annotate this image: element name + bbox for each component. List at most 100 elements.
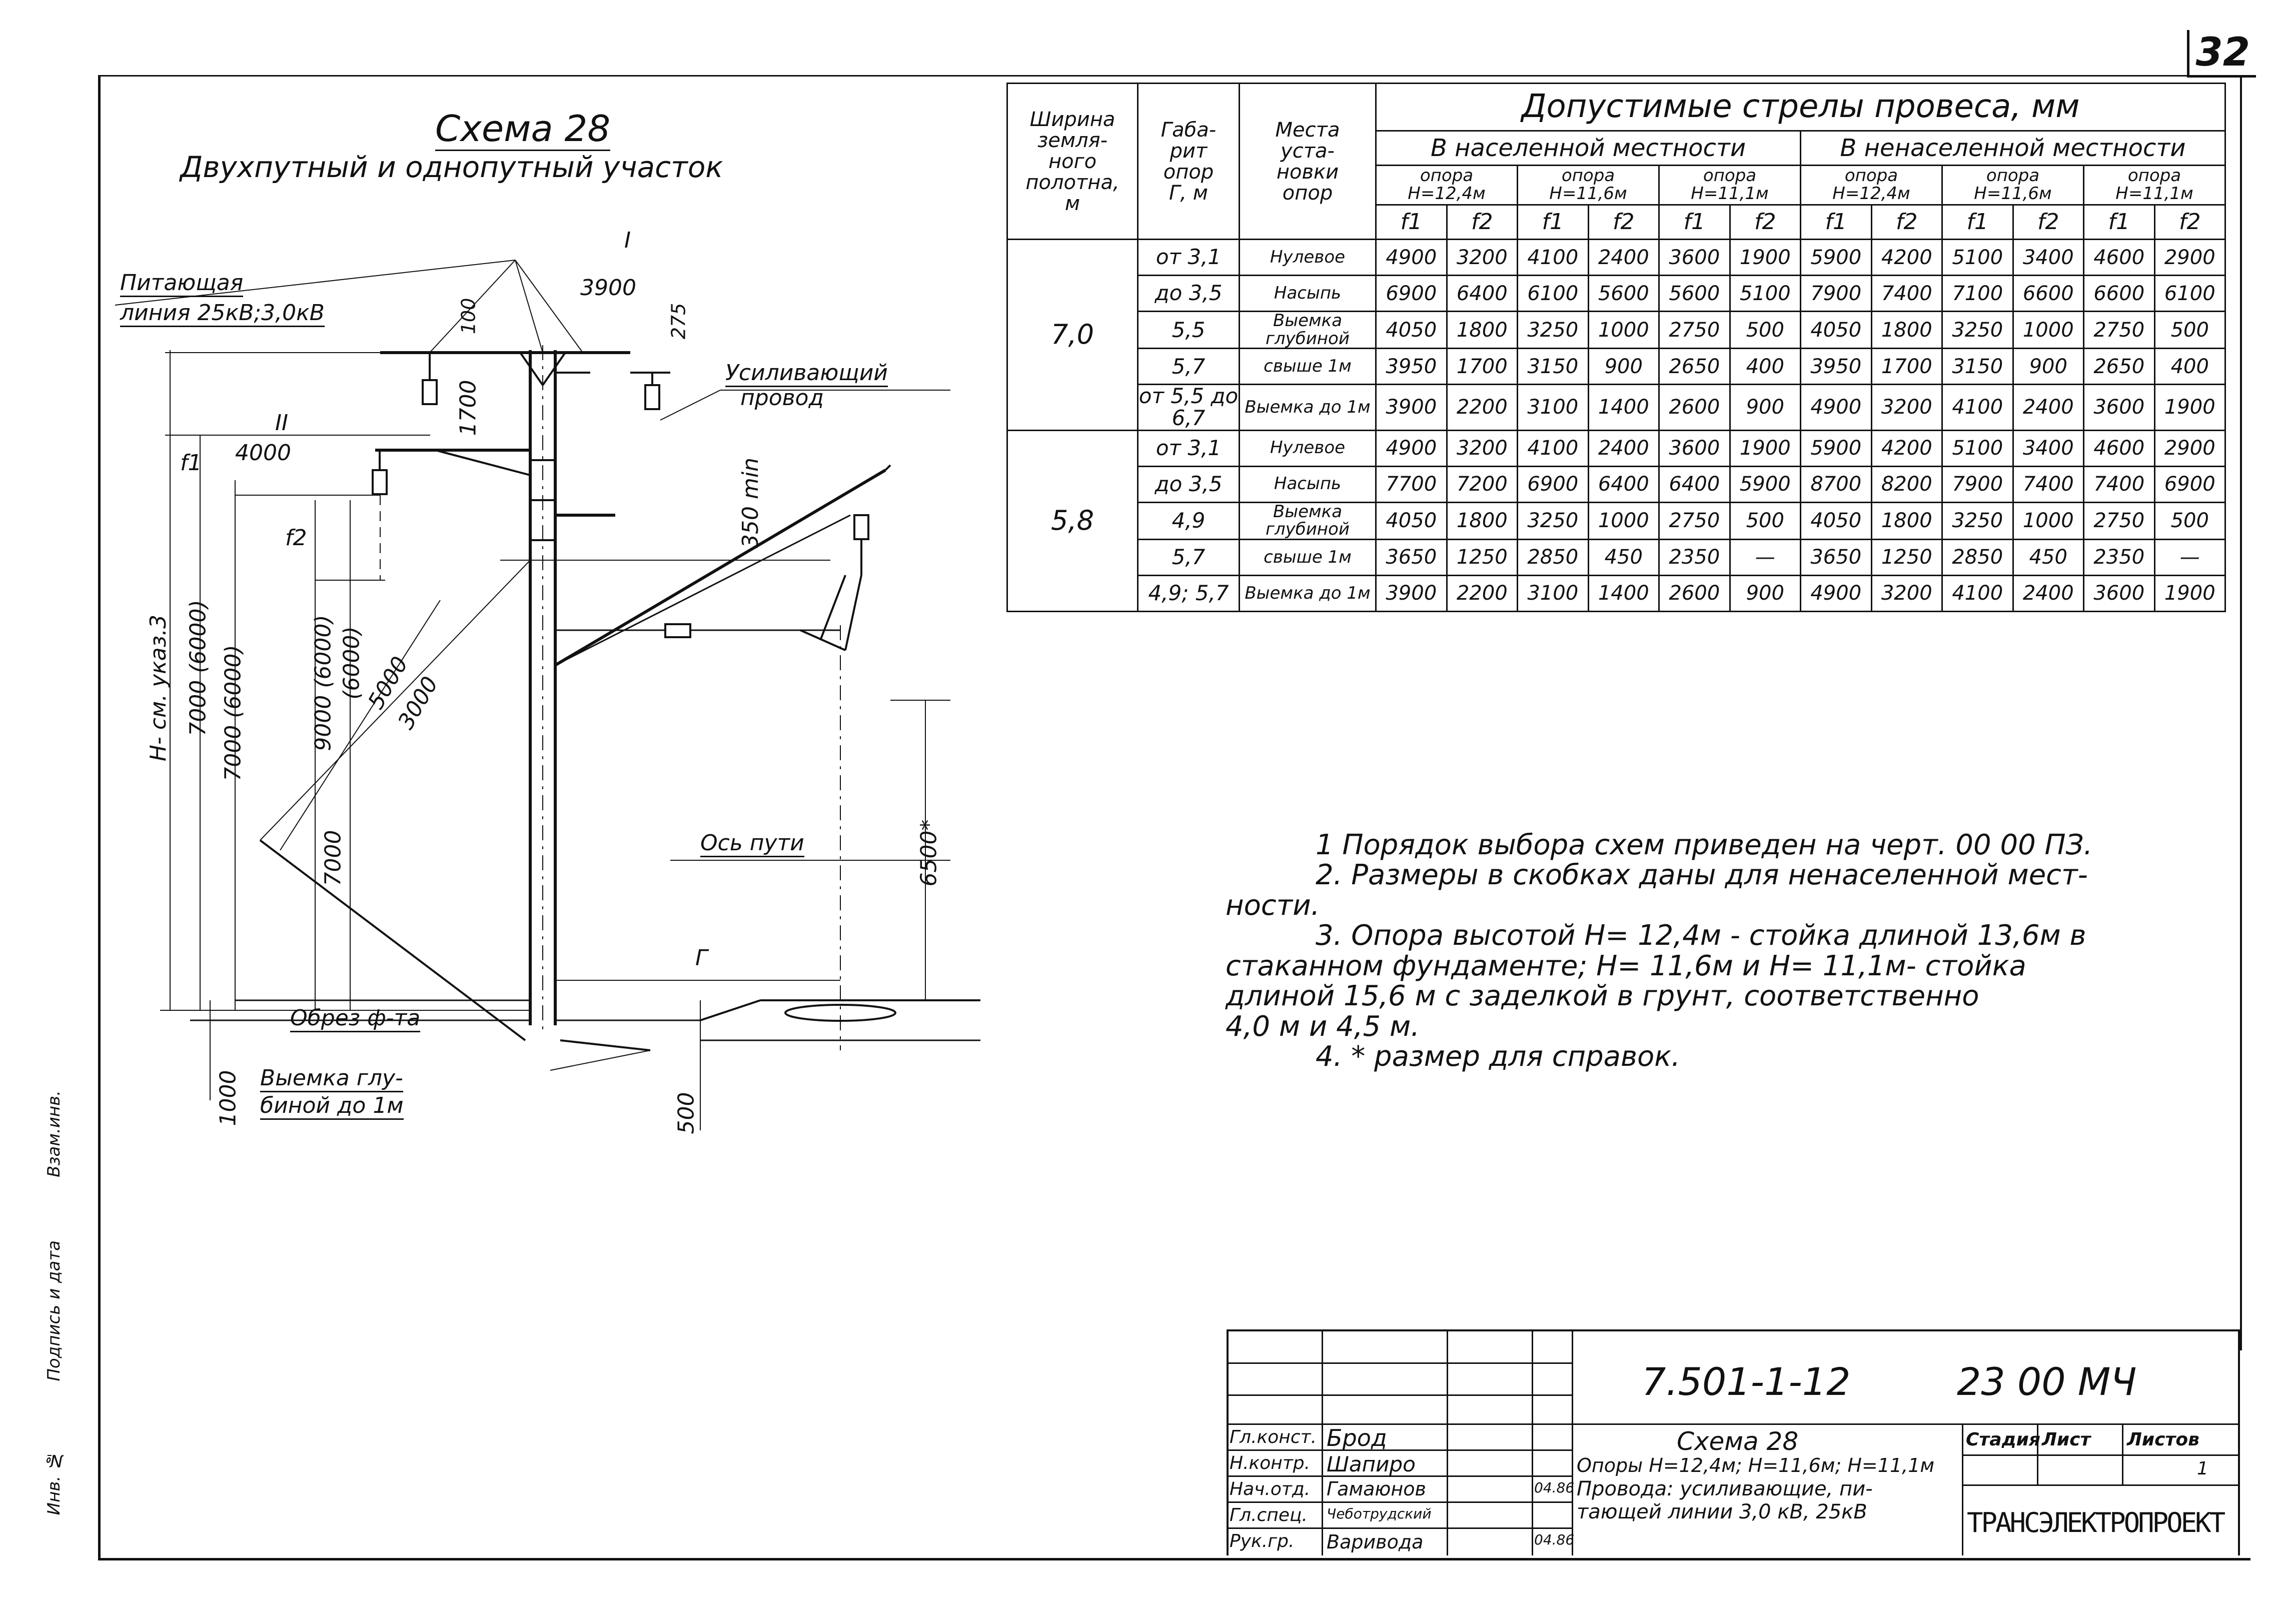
sag-value-cell: 5100 xyxy=(1941,239,2014,276)
sag-value-cell: 4100 xyxy=(1517,239,1589,276)
place-cell: Насыпь xyxy=(1239,275,1377,312)
dim-3900: 3900 xyxy=(580,275,636,301)
note-1: 1 Порядок выбора схем приведен на черт. … xyxy=(1316,829,2093,861)
note-2: 2. Размеры в скобках даны для ненаселенн… xyxy=(1316,859,2088,892)
sag-value-cell: 4100 xyxy=(1517,429,1589,467)
sag-value-cell: 2850 xyxy=(1941,538,2014,576)
role-5: Рук.гр. xyxy=(1230,1531,1295,1551)
gabarit-cell: 5,5 xyxy=(1137,310,1240,350)
sag-value-cell: 1900 xyxy=(1729,429,1801,467)
sag-value-cell: 400 xyxy=(2153,348,2226,386)
sag-value-cell: 5900 xyxy=(1800,429,1872,467)
sag-value-cell: 2650 xyxy=(2083,348,2155,386)
sag-value-cell: 4200 xyxy=(1870,429,1943,467)
sheet-code: 23 00 МЧ xyxy=(1957,1359,2137,1404)
note-4: 4. * размер для справок. xyxy=(1316,1040,1680,1073)
sag-value-cell: 1900 xyxy=(2153,574,2226,612)
gabarit-cell: 5,7 xyxy=(1137,348,1240,386)
sag-value-cell: 500 xyxy=(1729,310,1801,350)
sag-value-cell: 1000 xyxy=(1587,310,1660,350)
sheet-label: Лист xyxy=(2042,1429,2091,1450)
sag-value-cell: 7900 xyxy=(1800,275,1872,312)
desc-1: Схема 28 xyxy=(1677,1427,1799,1456)
sag-value-cell: 3200 xyxy=(1870,384,1943,431)
sag-value-cell: 6900 xyxy=(2153,465,2226,503)
sag-value-cell: 3100 xyxy=(1517,574,1589,612)
place-cell: Выемка глубиной xyxy=(1239,501,1377,540)
stage-label: Стадия xyxy=(1966,1429,2040,1450)
sag-value-cell: 2750 xyxy=(1658,310,1731,350)
sag-value-cell: 4050 xyxy=(1375,501,1448,540)
header-f-10: f1 xyxy=(2083,204,2155,240)
sag-value-cell: 6100 xyxy=(1517,275,1589,312)
sag-value-cell: 7400 xyxy=(1870,275,1943,312)
sag-value-cell: 400 xyxy=(1729,348,1801,386)
notes: 1 Порядок выбора схем приведен на черт. … xyxy=(1226,830,2092,1072)
sag-value-cell: 1800 xyxy=(1446,310,1518,350)
sag-value-cell: 3650 xyxy=(1375,538,1448,576)
width-cell: 5,8 xyxy=(1006,429,1138,612)
header-f-5: f2 xyxy=(1729,204,1801,240)
dim-1000: 1000 xyxy=(215,1070,241,1126)
sag-value-cell: 2400 xyxy=(2012,384,2084,431)
sag-value-cell: 4900 xyxy=(1375,429,1448,467)
sag-value-cell: 500 xyxy=(2153,501,2226,540)
sag-value-cell: 1250 xyxy=(1446,538,1518,576)
dim-7000: 7000 xyxy=(320,830,346,886)
sag-value-cell: 2750 xyxy=(1658,501,1731,540)
header-f-2: f1 xyxy=(1517,204,1589,240)
sag-value-cell: 2600 xyxy=(1658,574,1731,612)
dim-350-min: 350 min xyxy=(737,458,763,548)
sag-value-cell: 450 xyxy=(1587,538,1660,576)
name-4: Чеботрудский xyxy=(1327,1505,1432,1522)
sag-value-cell: 3200 xyxy=(1446,239,1518,276)
side-stamp-inv: Инв. № xyxy=(44,1450,64,1515)
dim-500: 500 xyxy=(673,1092,699,1134)
header-f-6: f1 xyxy=(1800,204,1872,240)
gabarit-cell: 4,9; 5,7 xyxy=(1137,574,1240,612)
dim-100: 100 xyxy=(457,298,480,335)
header-main: Допустимые стрелы провеса, мм xyxy=(1375,83,2226,132)
sag-value-cell: 1000 xyxy=(2012,501,2084,540)
sag-value-cell: 4900 xyxy=(1375,239,1448,276)
dim-7000-6000-a: 7000 (6000) xyxy=(185,600,211,736)
sag-value-cell: 1400 xyxy=(1587,384,1660,431)
gabarit-cell: до 3,5 xyxy=(1137,465,1240,503)
sag-value-cell: 5100 xyxy=(1729,275,1801,312)
sheets-value: 1 xyxy=(2197,1458,2208,1479)
title-block: 7.501-1-12 23 00 МЧ Гл.конст. Н.контр. Н… xyxy=(1227,1329,2240,1555)
roman-numeral-1: I xyxy=(624,228,631,253)
sag-value-cell: 1700 xyxy=(1870,348,1943,386)
feed-line-voltage: линия 25кВ;3,0кВ xyxy=(120,300,325,327)
reinforcing-wire-label-1: Усиливающий xyxy=(725,360,888,387)
dim-9000-6000: 9000 (6000) xyxy=(310,615,336,751)
name-2: Шапиро xyxy=(1327,1452,1416,1476)
sag-value-cell: 3950 xyxy=(1375,348,1448,386)
sag-value-cell: 4100 xyxy=(1941,384,2014,431)
sag-value-cell: 3400 xyxy=(2012,239,2084,276)
dim-6000: (6000) xyxy=(339,626,365,700)
sag-value-cell: 4100 xyxy=(1941,574,2014,612)
gabarit-cell: от 5,5 до 6,7 xyxy=(1137,384,1240,431)
header-f-11: f2 xyxy=(2153,204,2226,240)
sag-value-cell: 4050 xyxy=(1800,501,1872,540)
sag-value-cell: 8700 xyxy=(1800,465,1872,503)
organization: ТРАНСЭЛЕКТРОПРОЕКТ xyxy=(1967,1507,2225,1538)
role-2: Н.контр. xyxy=(1230,1453,1311,1473)
gabarit-cell: от 3,1 xyxy=(1137,239,1240,276)
sag-value-cell: 3900 xyxy=(1375,574,1448,612)
dim-4000: 4000 xyxy=(235,440,291,466)
sag-value-cell: 1800 xyxy=(1870,501,1943,540)
place-cell: свыше 1м xyxy=(1239,538,1377,576)
sag-value-cell: 6900 xyxy=(1375,275,1448,312)
sag-value-cell: 3600 xyxy=(1658,239,1731,276)
sag-value-cell: 3250 xyxy=(1941,310,2014,350)
